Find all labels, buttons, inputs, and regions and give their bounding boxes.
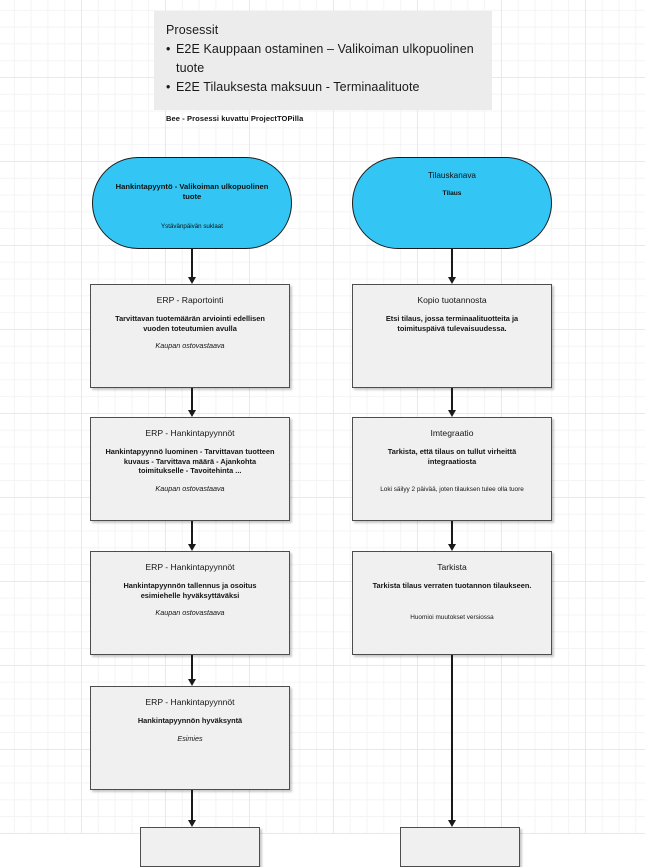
legend-title: Prosessit [166,23,219,37]
left-start-note: Ystävänpäivän suklaat [161,223,223,230]
legend-bullet-item: E2E Tilauksesta maksuun - Terminaalituot… [166,78,492,97]
left-start-terminator[interactable]: Hankintapyyntö - Valikoiman ulkopuolinen… [92,157,292,249]
right-step-3-title: Tarkista [437,562,467,572]
right-start-title: Tilauskanava [428,171,476,180]
left-step-4-role: Esimies [177,733,203,743]
legend-bullet-list: E2E Kauppaan ostaminen – Valikoiman ulko… [166,40,492,97]
right-step-4-partial[interactable] [400,827,520,867]
left-step-3-role: Kaupan ostovastaava [155,608,225,618]
left-step-2[interactable]: ERP - Hankintapyynnöt Hankintapyynnö luo… [90,417,290,521]
right-step-2-desc: Tarkista, että tilaus on tullut virheitt… [387,447,517,466]
right-step-1[interactable]: Kopio tuotannosta Etsi tilaus, jossa ter… [352,284,552,388]
right-start-subtitle: Tilaus [442,190,462,197]
right-step-2[interactable]: Imtegraatio Tarkista, että tilaus on tul… [352,417,552,521]
right-start-terminator[interactable]: Tilauskanava Tilaus [352,157,552,249]
legend-bullet-item: E2E Kauppaan ostaminen – Valikoiman ulko… [166,40,492,78]
left-step-1-desc: Tarvittavan tuotemäärän arviointi edelli… [115,314,265,333]
left-step-4[interactable]: ERP - Hankintapyynnöt Hankintapyynnön hy… [90,686,290,790]
right-step-1-desc: Etsi tilaus, jossa terminaalituotteita j… [385,314,519,333]
left-step-3[interactable]: ERP - Hankintapyynnöt Hankintapyynnön ta… [90,551,290,655]
left-step-5-partial[interactable] [140,827,260,867]
left-step-2-desc: Hankintapyynnö luominen - Tarvittavan tu… [105,447,275,476]
right-step-3[interactable]: Tarkista Tarkista tilaus verraten tuotan… [352,551,552,655]
left-step-1-title: ERP - Raportointi [156,295,224,305]
right-step-1-title: Kopio tuotannosta [417,295,487,305]
legend-footnote: Bee - Prosessi kuvattu ProjectTOPilla [166,114,304,123]
left-step-1-role: Kaupan ostovastaava [155,341,225,351]
left-step-2-title: ERP - Hankintapyynnöt [145,428,235,438]
left-step-2-role: Kaupan ostovastaava [155,483,225,493]
left-step-4-desc: Hankintapyynnön hyväksyntä [137,716,243,725]
process-legend-panel: Prosessit E2E Kauppaan ostaminen – Valik… [154,11,492,123]
left-step-3-desc: Hankintapyynnön tallennus ja osoitus esi… [123,581,257,600]
left-step-3-title: ERP - Hankintapyynnöt [145,562,235,572]
left-step-4-title: ERP - Hankintapyynnöt [145,697,235,707]
left-start-title: Hankintapyyntö - Valikoiman ulkopuolinen… [115,182,269,201]
right-step-2-title: Imtegraatio [430,428,474,438]
right-step-3-desc: Tarkista tilaus verraten tuotannon tilau… [372,581,532,590]
right-step-2-note: Loki säilyy 2 päivää, joten tilauksen tu… [380,486,524,494]
right-step-3-note: Huomioi muutokset versiossa [410,613,494,621]
left-step-1[interactable]: ERP - Raportointi Tarvittavan tuotemäärä… [90,284,290,388]
